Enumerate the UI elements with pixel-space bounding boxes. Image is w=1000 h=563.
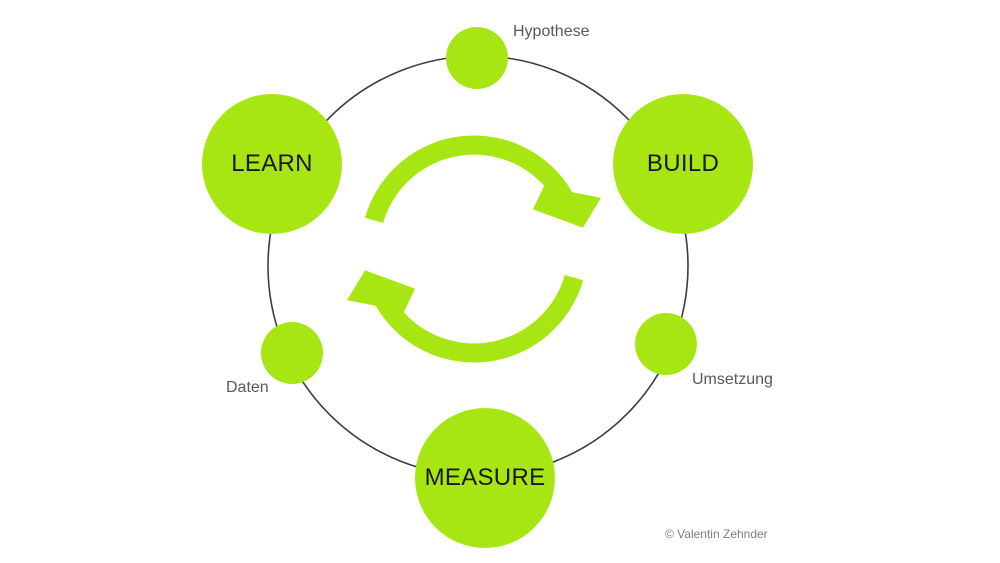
node-learn: LEARN: [202, 94, 342, 234]
label-umsetzung: Umsetzung: [692, 371, 773, 388]
node-build-label: BUILD: [646, 150, 720, 177]
clockwise-arrow-top-icon: [364, 135, 601, 228]
node-measure-label: MEASURE: [424, 464, 546, 491]
clockwise-arrow-bottom-icon: [347, 270, 584, 363]
credit-text: © Valentin Zehnder: [665, 527, 768, 541]
dot-daten: [261, 322, 323, 384]
dot-umsetzung: [635, 313, 697, 375]
node-learn-label: LEARN: [231, 150, 313, 177]
label-hypothese: Hypothese: [513, 23, 590, 40]
label-daten: Daten: [226, 379, 269, 396]
dot-hypothese: [446, 27, 508, 89]
node-build: BUILD: [613, 94, 753, 234]
node-measure: MEASURE: [415, 408, 555, 548]
